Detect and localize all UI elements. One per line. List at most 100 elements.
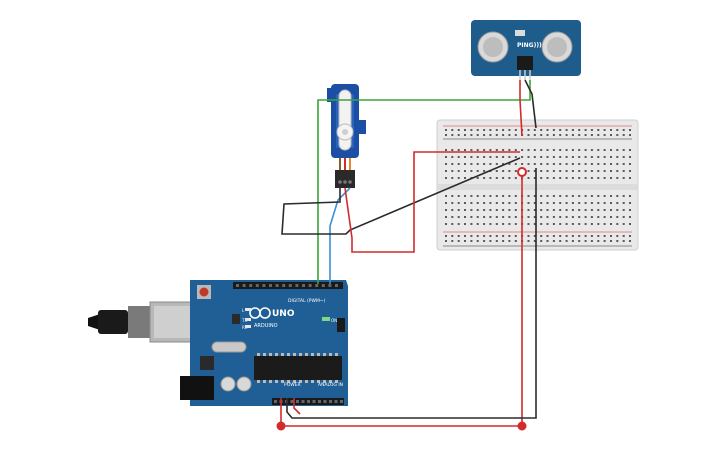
breadboard-hole[interactable]	[552, 129, 555, 131]
arduino-uno[interactable]: DIGITAL (PWM~) UNO ARDUINO ON L TX RX PO…	[88, 280, 348, 406]
breadboard-hole[interactable]	[546, 163, 549, 165]
breadboard-hole[interactable]	[546, 134, 549, 136]
breadboard-hole[interactable]	[559, 195, 562, 197]
breadboard-hole[interactable]	[629, 202, 631, 204]
bottom-header-pin[interactable]	[334, 400, 338, 403]
digital-pin[interactable]	[328, 284, 332, 287]
breadboard-hole[interactable]	[470, 149, 473, 151]
bottom-header-pin[interactable]	[312, 400, 316, 403]
breadboard-hole[interactable]	[559, 223, 562, 225]
breadboard-hole[interactable]	[464, 163, 466, 165]
breadboard-hole[interactable]	[546, 177, 549, 179]
breadboard-hole[interactable]	[610, 163, 612, 165]
breadboard-hole[interactable]	[476, 170, 479, 172]
breadboard-hole[interactable]	[603, 149, 606, 151]
breadboard-hole[interactable]	[622, 129, 625, 131]
breadboard-hole[interactable]	[508, 209, 511, 211]
bottom-header-pin[interactable]	[329, 400, 332, 403]
breadboard-hole[interactable]	[451, 134, 454, 136]
breadboard-hole[interactable]	[451, 177, 454, 179]
breadboard-hole[interactable]	[597, 134, 600, 136]
breadboard-hole[interactable]	[470, 129, 473, 131]
breadboard-hole[interactable]	[546, 170, 549, 172]
breadboard-hole[interactable]	[489, 149, 492, 151]
servo-motor[interactable]	[327, 84, 366, 188]
breadboard-hole[interactable]	[540, 129, 543, 131]
breadboard-hole[interactable]	[489, 209, 492, 211]
breadboard-hole[interactable]	[590, 163, 593, 165]
breadboard-hole[interactable]	[521, 156, 524, 158]
breadboard-hole[interactable]	[584, 163, 587, 165]
breadboard-hole[interactable]	[622, 177, 625, 179]
breadboard-hole[interactable]	[603, 134, 606, 136]
breadboard-hole[interactable]	[533, 195, 536, 197]
breadboard-hole[interactable]	[565, 156, 568, 158]
breadboard-hole[interactable]	[578, 134, 581, 136]
breadboard-hole[interactable]	[603, 129, 606, 131]
breadboard-hole[interactable]	[514, 235, 517, 237]
breadboard-hole[interactable]	[578, 163, 581, 165]
breadboard-hole[interactable]	[514, 177, 517, 179]
breadboard-hole[interactable]	[489, 216, 492, 218]
breadboard-hole[interactable]	[445, 235, 447, 237]
breadboard-hole[interactable]	[610, 149, 612, 151]
breadboard-hole[interactable]	[527, 149, 530, 151]
breadboard-hole[interactable]	[533, 209, 536, 211]
breadboard-hole[interactable]	[546, 223, 549, 225]
breadboard-hole[interactable]	[476, 209, 479, 211]
breadboard-hole[interactable]	[597, 216, 600, 218]
breadboard-hole[interactable]	[502, 195, 505, 197]
breadboard-hole[interactable]	[540, 163, 543, 165]
breadboard-hole[interactable]	[540, 202, 543, 204]
breadboard-hole[interactable]	[584, 156, 587, 158]
breadboard-hole[interactable]	[476, 134, 479, 136]
breadboard-hole[interactable]	[629, 235, 631, 237]
analog-header[interactable]	[312, 398, 344, 405]
breadboard-hole[interactable]	[476, 129, 479, 131]
breadboard-hole[interactable]	[483, 240, 486, 242]
breadboard-hole[interactable]	[571, 170, 574, 172]
breadboard-hole[interactable]	[533, 149, 536, 151]
breadboard-hole[interactable]	[603, 209, 606, 211]
breadboard-hole[interactable]	[622, 235, 625, 237]
digital-pin[interactable]	[282, 284, 286, 287]
wire-blue-servo[interactable]	[329, 187, 351, 284]
breadboard-hole[interactable]	[483, 170, 486, 172]
breadboard-hole[interactable]	[508, 129, 511, 131]
breadboard-hole[interactable]	[552, 240, 555, 242]
breadboard-hole[interactable]	[610, 223, 612, 225]
breadboard-hole[interactable]	[445, 240, 447, 242]
breadboard-hole[interactable]	[445, 177, 447, 179]
breadboard-hole[interactable]	[489, 240, 492, 242]
breadboard-hole[interactable]	[565, 240, 568, 242]
breadboard-hole[interactable]	[565, 177, 568, 179]
breadboard-hole[interactable]	[533, 240, 536, 242]
breadboard-hole[interactable]	[470, 209, 473, 211]
breadboard-hole[interactable]	[597, 177, 600, 179]
breadboard-hole[interactable]	[533, 163, 536, 165]
breadboard-hole[interactable]	[533, 156, 536, 158]
breadboard-hole[interactable]	[552, 149, 555, 151]
breadboard-hole[interactable]	[629, 134, 631, 136]
breadboard-hole[interactable]	[565, 223, 568, 225]
breadboard-hole[interactable]	[457, 209, 460, 211]
breadboard-hole[interactable]	[508, 216, 511, 218]
breadboard-hole[interactable]	[502, 209, 505, 211]
breadboard-hole[interactable]	[629, 163, 631, 165]
breadboard-hole[interactable]	[533, 177, 536, 179]
breadboard-hole[interactable]	[508, 156, 511, 158]
breadboard-hole[interactable]	[578, 177, 581, 179]
digital-pin[interactable]	[302, 284, 305, 287]
breadboard-hole[interactable]	[578, 195, 581, 197]
breadboard-hole[interactable]	[451, 240, 454, 242]
breadboard-hole[interactable]	[451, 149, 454, 151]
breadboard-hole[interactable]	[483, 177, 486, 179]
breadboard-hole[interactable]	[584, 195, 587, 197]
breadboard-hole[interactable]	[565, 134, 568, 136]
breadboard-hole[interactable]	[584, 202, 587, 204]
breadboard-hole[interactable]	[584, 235, 587, 237]
breadboard-hole[interactable]	[552, 170, 555, 172]
breadboard-hole[interactable]	[502, 129, 505, 131]
breadboard-hole[interactable]	[610, 129, 612, 131]
breadboard-hole[interactable]	[540, 209, 543, 211]
